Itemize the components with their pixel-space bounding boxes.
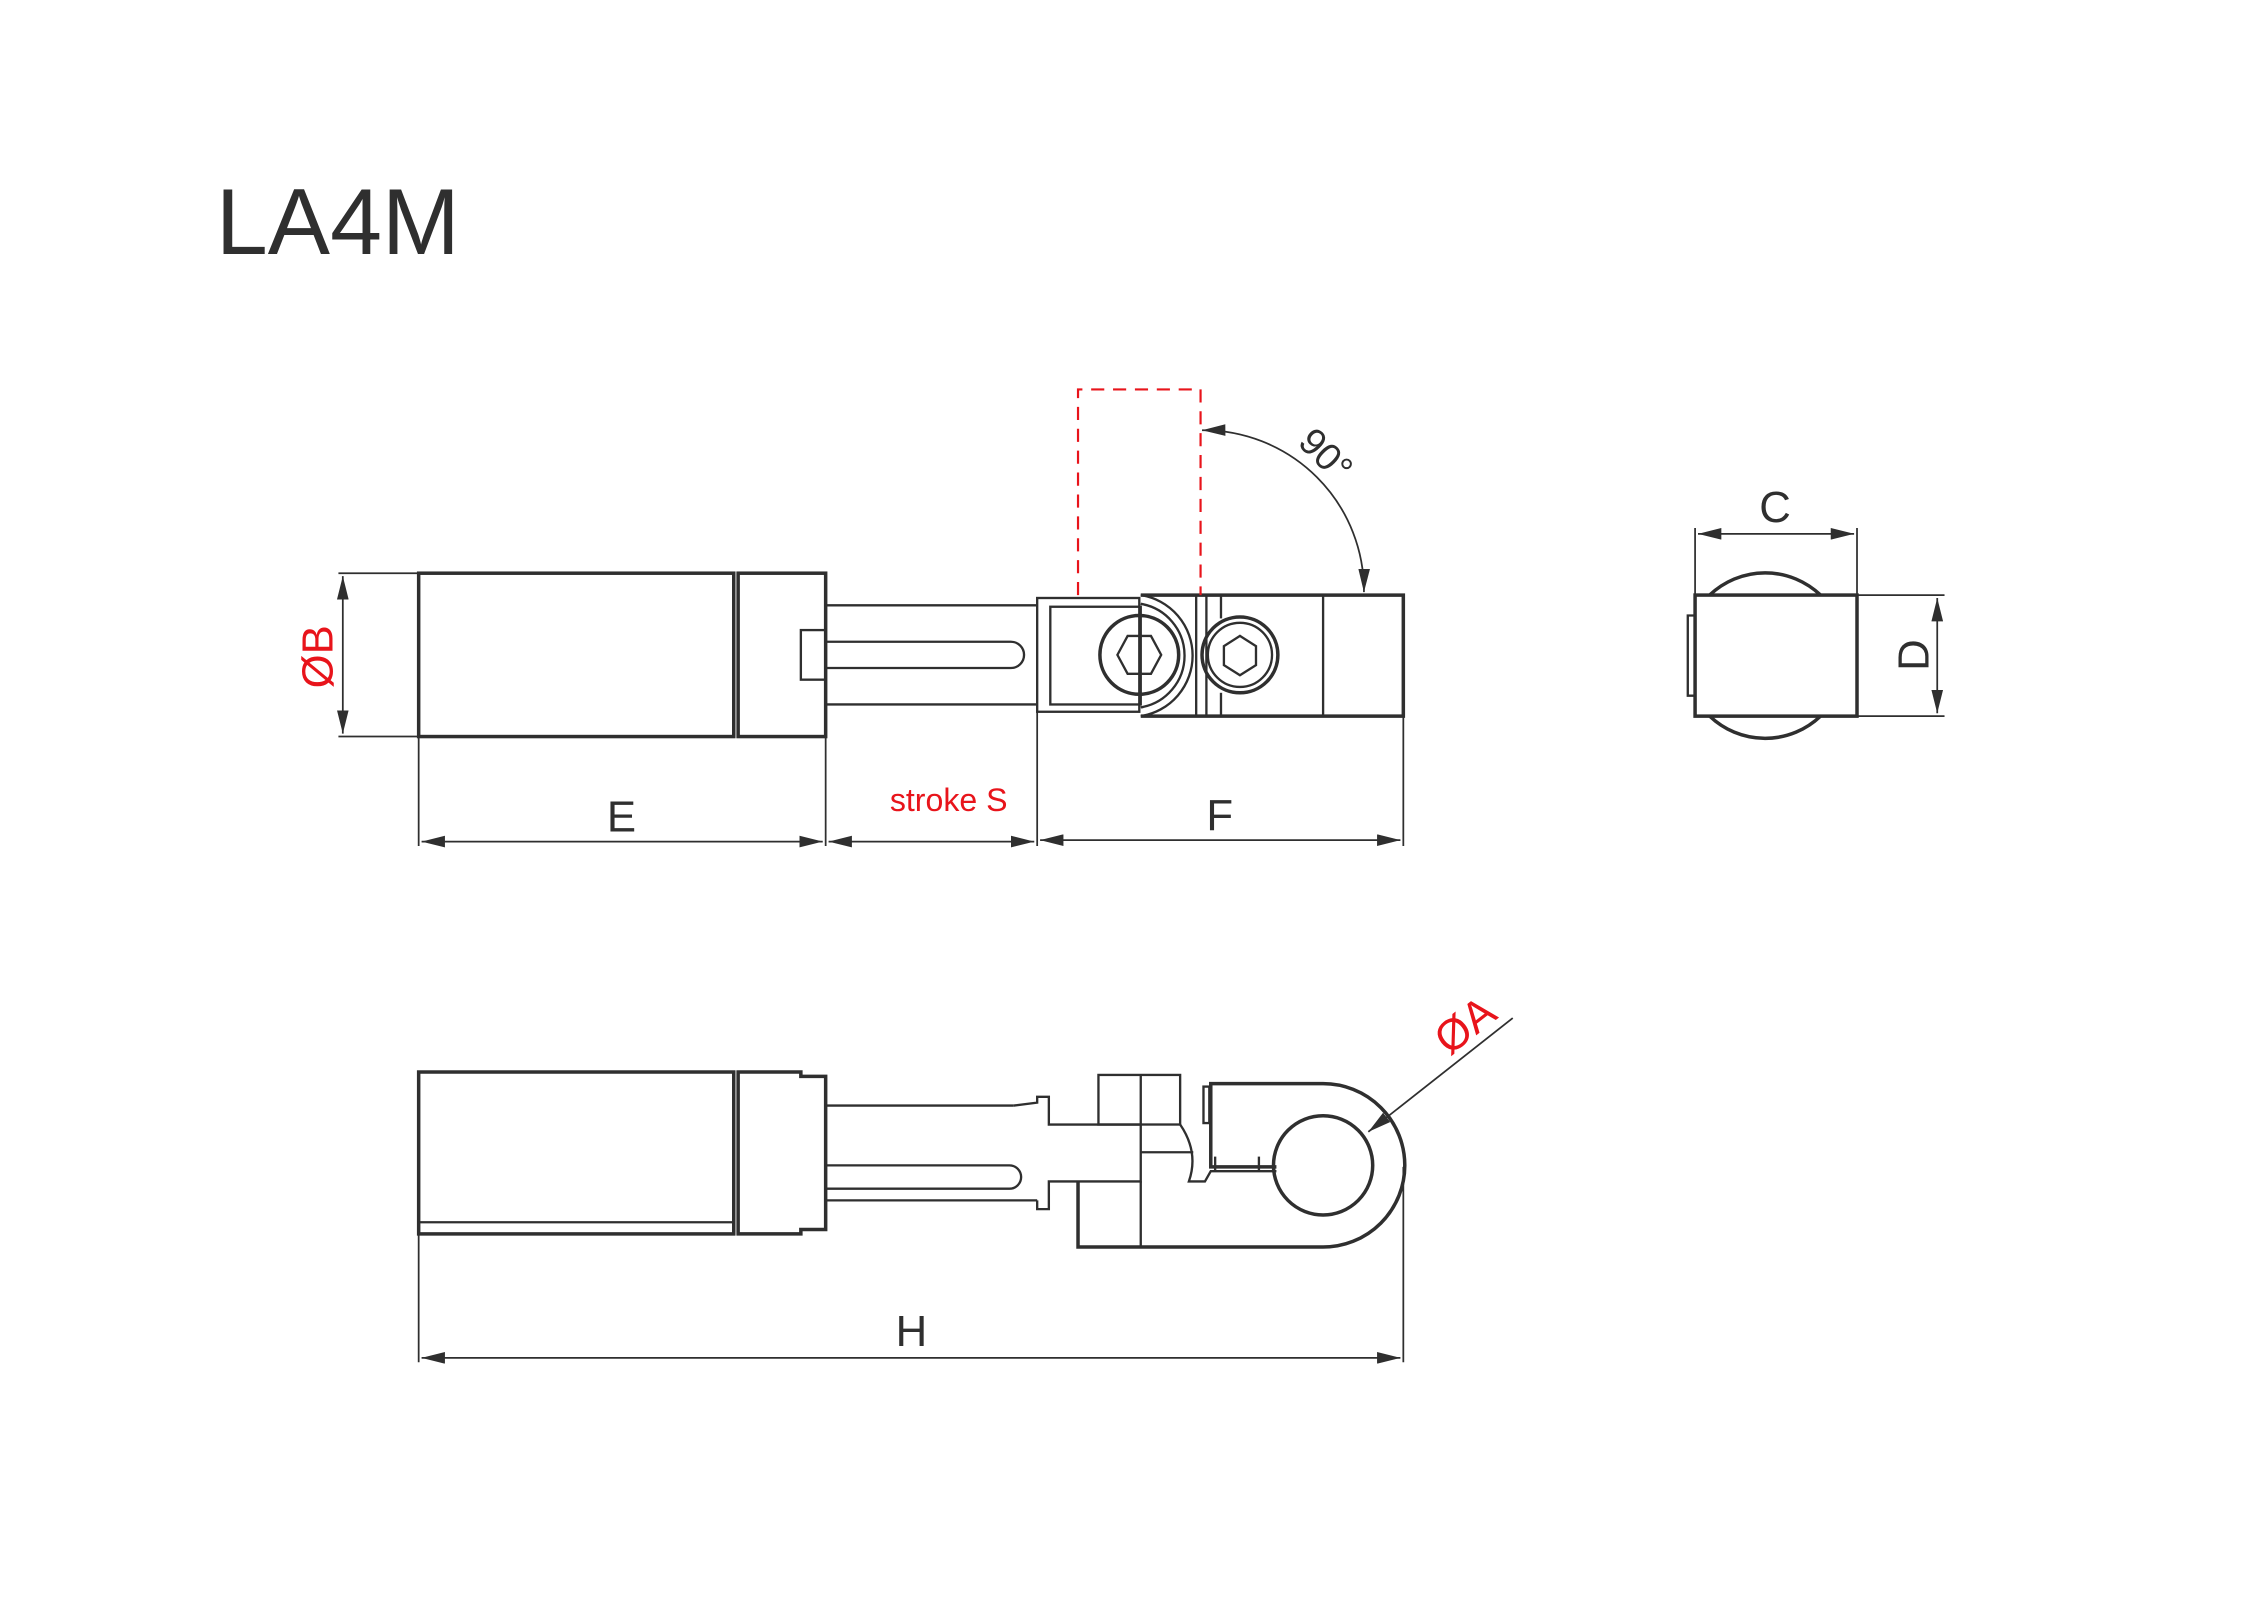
dim-h: H xyxy=(896,1307,928,1356)
dim-dia-b: ØB xyxy=(294,625,343,688)
rotated-position-outline xyxy=(1076,388,1202,596)
dim-stroke: stroke S xyxy=(890,782,1008,818)
top-view: 90° ØB E stroke S F xyxy=(294,388,1406,848)
drawing-title: LA4M xyxy=(216,169,460,274)
dim-d: D xyxy=(1889,639,1938,671)
dim-f: F xyxy=(1206,791,1233,840)
dim-e: E xyxy=(607,792,636,841)
end-view: C D xyxy=(1686,483,1945,741)
angle-arc xyxy=(1202,424,1370,593)
dim-dia-a: ØA xyxy=(1425,986,1506,1064)
side-view: ØA H xyxy=(416,986,1514,1364)
dim-c: C xyxy=(1759,483,1791,532)
angle-label: 90° xyxy=(1290,420,1360,490)
